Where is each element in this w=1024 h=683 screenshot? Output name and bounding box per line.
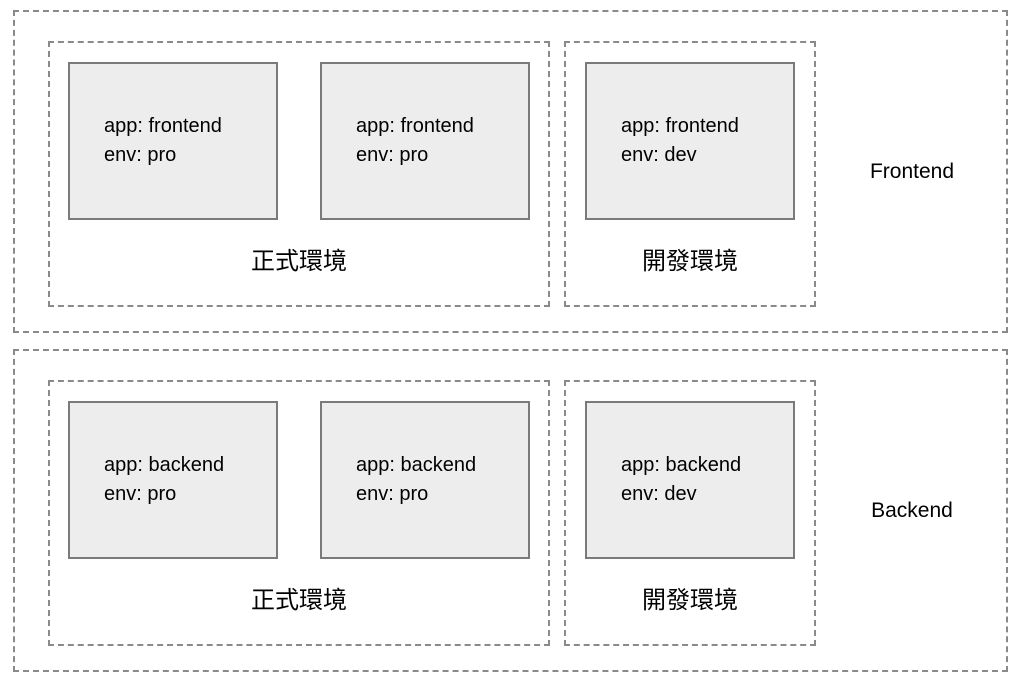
frontend-tier-label: Frontend xyxy=(869,159,955,183)
node-env-label: env: pro xyxy=(356,483,429,505)
frontend-development-env-group: app: frontend env: dev 開發環境 xyxy=(564,41,816,307)
frontend-pro-node-2: app: frontend env: pro xyxy=(320,62,530,220)
node-app-label: app: backend xyxy=(104,454,225,476)
frontend-pro-node-1: app: frontend env: pro xyxy=(68,62,278,220)
production-env-label: 正式環境 xyxy=(251,587,347,614)
node-env-label: env: dev xyxy=(621,144,697,166)
frontend-dev-node-1: app: frontend env: dev xyxy=(585,62,795,220)
node-app-label: app: frontend xyxy=(104,115,222,137)
node-app-label: app: frontend xyxy=(356,115,474,137)
node-env-label: env: dev xyxy=(621,483,697,505)
frontend-tier-group: app: frontend env: pro app: frontend env… xyxy=(13,10,1008,333)
backend-production-env-group: app: backend env: pro app: backend env: … xyxy=(48,380,550,646)
backend-dev-node-1: app: backend env: dev xyxy=(585,401,795,559)
node-env-label: env: pro xyxy=(104,144,177,166)
backend-tier-label: Backend xyxy=(871,498,953,522)
backend-development-env-group: app: backend env: dev 開發環境 xyxy=(564,380,816,646)
development-env-label: 開發環境 xyxy=(642,248,738,275)
backend-tier-group: app: backend env: pro app: backend env: … xyxy=(13,349,1008,672)
node-app-label: app: frontend xyxy=(621,115,739,137)
frontend-production-env-group: app: frontend env: pro app: frontend env… xyxy=(48,41,550,307)
node-env-label: env: pro xyxy=(356,144,429,166)
node-row: app: frontend env: dev xyxy=(566,43,814,220)
node-env-label: env: pro xyxy=(104,483,177,505)
backend-pro-node-1: app: backend env: pro xyxy=(68,401,278,559)
production-env-label: 正式環境 xyxy=(251,248,347,275)
node-row: app: backend env: pro app: backend env: … xyxy=(50,382,548,559)
node-app-label: app: backend xyxy=(356,454,477,476)
backend-pro-node-2: app: backend env: pro xyxy=(320,401,530,559)
node-row: app: frontend env: pro app: frontend env… xyxy=(50,43,548,220)
development-env-label: 開發環境 xyxy=(642,587,738,614)
node-row: app: backend env: dev xyxy=(566,382,814,559)
node-app-label: app: backend xyxy=(621,454,742,476)
